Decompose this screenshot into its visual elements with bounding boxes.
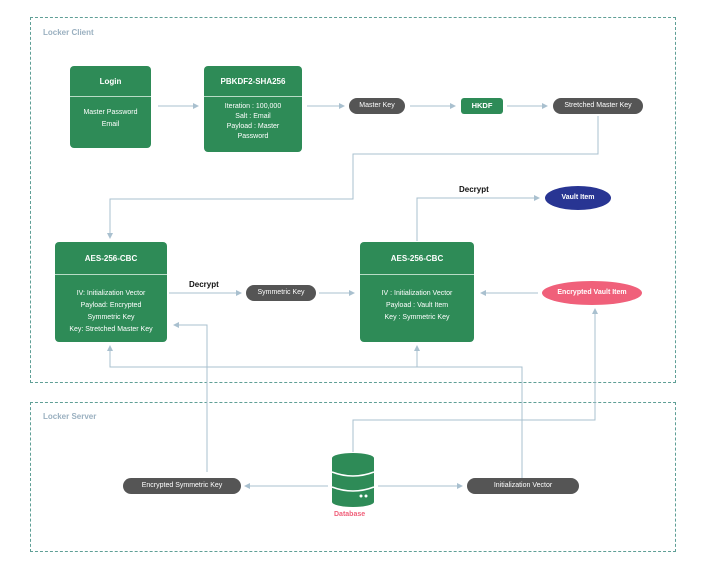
aes-left-line4: Key: Stretched Master Key	[69, 326, 153, 333]
aes-right-divider	[360, 274, 474, 275]
login-line2: Email	[101, 121, 120, 128]
aes-left-line2: Payload: Encrypted	[80, 302, 142, 309]
arrow-aes-right-to-vault	[416, 195, 540, 241]
aes-right-line3: Key : Symmetric Key	[384, 314, 450, 321]
encrypted-symmetric-key-node: Encrypted Symmetric Key	[123, 478, 241, 494]
decrypt-label-left: Decrypt	[189, 280, 219, 289]
locker-server-label: Locker Server	[43, 412, 97, 421]
login-box: Login Master Password Email	[70, 66, 151, 148]
arrow-stretched-to-aes-left	[107, 116, 599, 239]
aes-left-line3: Symmetric Key	[87, 314, 135, 321]
login-title: Login	[99, 77, 122, 86]
aes-left-body: IV: Initialization Vector Payload: Encry…	[55, 288, 167, 336]
pbkdf2-divider	[204, 96, 302, 97]
stretched-master-key-node: Stretched Master Key	[553, 98, 643, 114]
aes-right-line1: IV : Initialization Vector	[381, 290, 453, 297]
locker-server-region	[30, 402, 676, 552]
aes-right-body: IV : Initialization Vector Payload : Vau…	[360, 288, 474, 324]
database-icon	[331, 453, 375, 507]
login-body: Master Password Email	[70, 107, 151, 131]
login-line1: Master Password	[83, 109, 138, 116]
initialization-vector-node: Initialization Vector	[467, 478, 579, 494]
aes-left-divider	[55, 274, 167, 275]
aes-left-box: AES-256-CBC IV: Initialization Vector Pa…	[55, 242, 167, 342]
pbkdf2-line4: Password	[237, 133, 269, 140]
aes-left-line1: IV: Initialization Vector	[76, 290, 146, 297]
aes-right-title: AES-256-CBC	[390, 254, 444, 263]
pbkdf2-body: Iteration : 100,000 Salt : Email Payload…	[204, 102, 302, 142]
decrypt-label-right: Decrypt	[459, 185, 489, 194]
locker-client-region	[30, 17, 676, 383]
pbkdf2-line1: Iteration : 100,000	[224, 103, 282, 110]
login-divider	[70, 96, 151, 97]
aes-right-line2: Payload : Vault Item	[385, 302, 449, 309]
arrow-encsymkey-to-aes-left	[173, 322, 208, 472]
locker-client-label: Locker Client	[43, 28, 94, 37]
pbkdf2-line3: Payload : Master	[226, 123, 280, 130]
hkdf-node: HKDF	[461, 98, 503, 114]
pbkdf2-title: PBKDF2-SHA256	[220, 77, 286, 86]
pbkdf2-line2: Salt : Email	[235, 113, 271, 120]
aes-right-box: AES-256-CBC IV : Initialization Vector P…	[360, 242, 474, 342]
symmetric-key-node: Symmetric Key	[246, 285, 316, 301]
vault-item-node: Vault Item	[545, 186, 611, 210]
encrypted-vault-item-node: Encrypted Vault Item	[542, 281, 642, 305]
master-key-node: Master Key	[349, 98, 405, 114]
arrow-iv-to-aes-left	[107, 345, 523, 478]
aes-left-title: AES-256-CBC	[84, 254, 138, 263]
pbkdf2-box: PBKDF2-SHA256 Iteration : 100,000 Salt :…	[204, 66, 302, 152]
arrow-db-to-encvault	[352, 308, 598, 452]
database-label: Database	[334, 511, 366, 518]
